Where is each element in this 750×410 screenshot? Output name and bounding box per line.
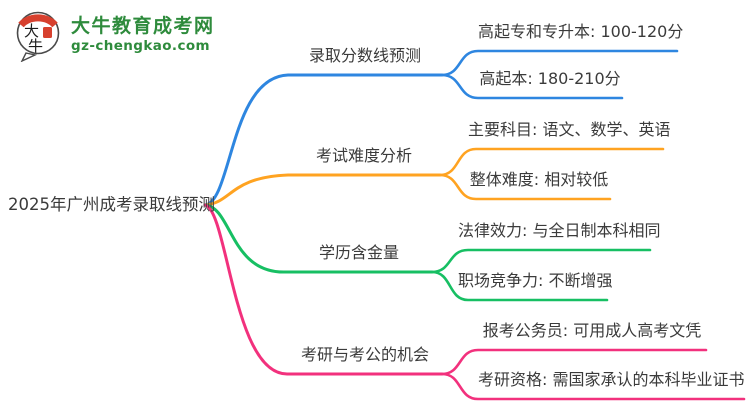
- branch-4-curve: [203, 203, 444, 376]
- leaf-4-1-label: 报考公务员: 可用成人高考文凭: [482, 321, 702, 340]
- logo-domain: gz-chengkao.com: [71, 38, 211, 54]
- leaf-1-1-label: 高起专和专升本: 100-120分: [478, 22, 684, 41]
- branch-4-leaf-1-underline: [440, 348, 708, 376]
- logo-title: 大牛教育成考网: [71, 15, 215, 37]
- branch-2-curve: [203, 173, 442, 207]
- leaf-1-2-label: 高起本: 180-210分: [479, 69, 621, 88]
- central-topic: 2025年广州成考录取线预测: [8, 195, 215, 214]
- branch-2-leaf-1-underline: [438, 147, 665, 177]
- leaf-2-2-label: 整体难度: 相对较低: [469, 170, 609, 189]
- branch-2-label: 考试难度分析: [315, 146, 412, 165]
- branch-1-leaf-1-underline: [440, 49, 679, 77]
- logo-text: 大牛教育成考网 gz-chengkao.com: [71, 14, 215, 54]
- logo-char-bottom: 牛: [28, 37, 43, 55]
- site-logo: 大 牛 大牛教育成考网 gz-chengkao.com: [12, 6, 215, 62]
- daniu-logo-icon: 大 牛: [16, 11, 60, 62]
- branch-3-leaf-1-underline: [430, 248, 652, 274]
- branch-1-leaf-2-underline: [440, 73, 624, 100]
- branch-2-leaf-2-underline: [438, 173, 612, 201]
- branch-1-curve: [203, 73, 444, 207]
- logo-char-top: 大: [24, 22, 39, 40]
- branch-3-curve: [203, 203, 434, 274]
- leaf-3-1-label: 法律效力: 与全日制本科相同: [458, 221, 661, 240]
- leaf-3-2-label: 职场竞争力: 不断增强: [458, 271, 613, 290]
- leaf-2-1-label: 主要科目: 语文、数学、英语: [468, 120, 671, 139]
- branch-4-leaf-2-underline: [440, 372, 746, 401]
- branch-4-label: 考研与考公的机会: [300, 345, 429, 364]
- branch-3-label: 学历含金量: [318, 243, 399, 262]
- branch-1-label: 录取分数线预测: [308, 46, 421, 65]
- leaf-4-2-label: 考研资格: 需国家承认的本科毕业证书: [478, 370, 745, 389]
- branch-3-leaf-2-underline: [430, 270, 609, 302]
